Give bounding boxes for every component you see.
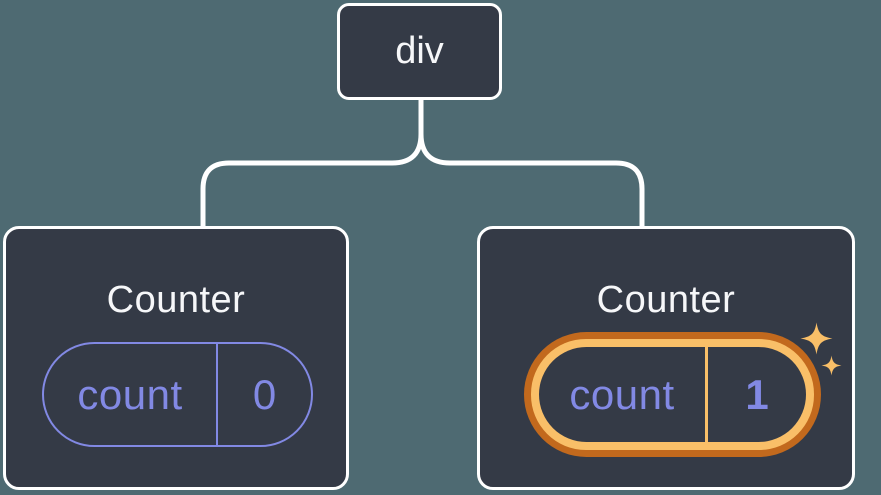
sparkles-icon bbox=[800, 322, 842, 376]
state-pill: count 0 bbox=[42, 342, 313, 447]
highlighted-state-pill-body: count 1 bbox=[539, 347, 806, 442]
state-pill-value-cell: 0 bbox=[218, 344, 311, 445]
state-value-label: 0 bbox=[252, 370, 277, 418]
connector-right-branch bbox=[418, 100, 645, 229]
highlighted-state-pill: count 1 bbox=[524, 332, 821, 457]
counter-title: Counter bbox=[596, 279, 736, 321]
state-key-label: count bbox=[77, 370, 183, 418]
state-pill-value-cell: 1 bbox=[708, 347, 806, 442]
sparkle-small-icon bbox=[821, 355, 842, 376]
state-value-label: 1 bbox=[745, 370, 769, 418]
counter-node-right: Counter count 1 bbox=[477, 226, 855, 490]
state-pill-key-cell: count bbox=[539, 347, 708, 442]
state-key-label: count bbox=[569, 370, 675, 418]
root-node-div: div bbox=[337, 3, 502, 100]
highlighted-state-pill-ring: count 1 bbox=[531, 339, 814, 450]
counter-node-left: Counter count 0 bbox=[3, 226, 349, 490]
sparkle-large-icon bbox=[800, 322, 833, 355]
counter-title: Counter bbox=[106, 279, 246, 321]
connector-left-branch bbox=[200, 100, 424, 229]
root-node-label: div bbox=[395, 30, 444, 72]
state-pill-key-cell: count bbox=[44, 344, 218, 445]
